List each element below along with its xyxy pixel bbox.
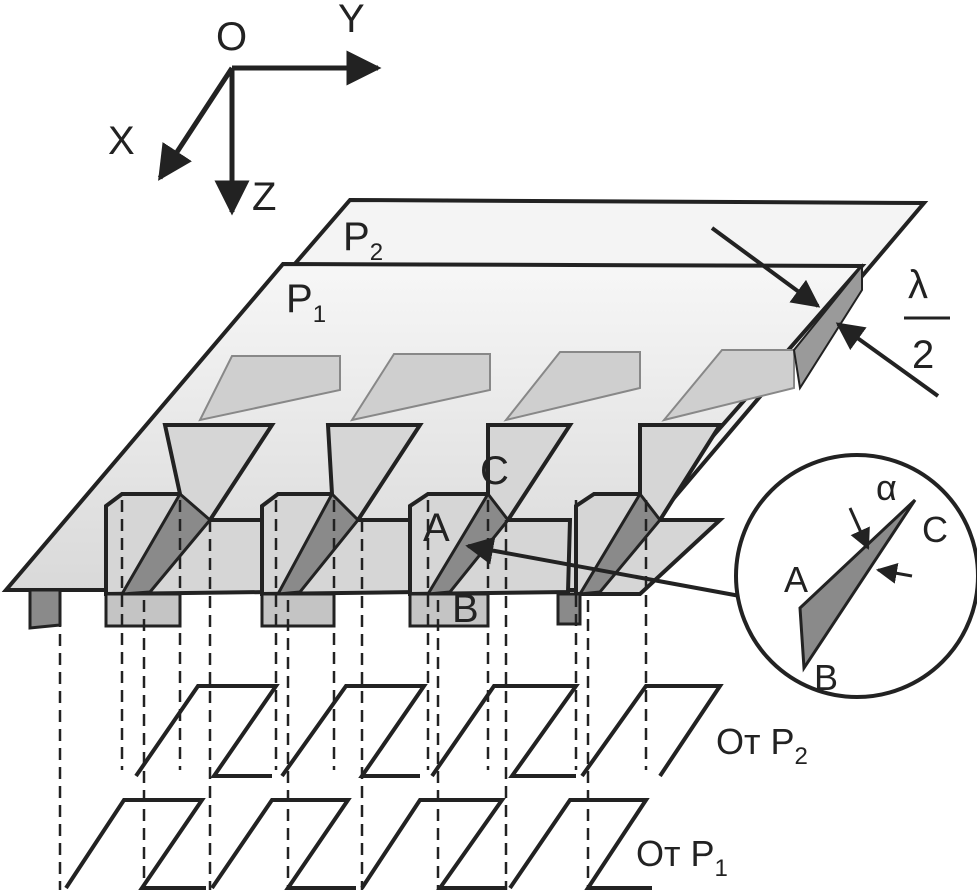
x-axis-arrow — [157, 66, 235, 181]
z-axis-label: Z — [252, 175, 276, 219]
z-strips — [104, 423, 726, 597]
from-p2-label: От P2 — [716, 721, 808, 770]
half-wavelength-marker: λ 2 — [710, 226, 950, 398]
spacing-arrow-lower — [835, 322, 940, 398]
front-faces — [28, 588, 582, 630]
grating-point-labels: C A B — [423, 449, 509, 631]
point-c-label: C — [480, 449, 509, 493]
inset-angle-arrow-1 — [848, 507, 870, 550]
spacing-denominator: 2 — [912, 333, 934, 377]
projection-from-p2 — [134, 684, 724, 778]
coordinate-axes: O Y X Z — [108, 0, 382, 219]
plate-p1 — [1, 261, 867, 630]
origin-label: O — [216, 15, 247, 59]
inset-detail: α C A B — [734, 453, 977, 699]
inset-c-label: C — [922, 509, 948, 550]
inset-alpha-label: α — [876, 467, 897, 508]
p1-label: P1 — [286, 277, 326, 328]
projection-lines — [58, 500, 648, 890]
plate-p1-side-face — [792, 263, 863, 391]
projection-from-p1 — [64, 798, 652, 890]
inset-b-label: B — [814, 657, 838, 698]
from-p1-label: От P1 — [636, 833, 728, 882]
inset-angle-arrow-2 — [875, 562, 913, 584]
y-axis-label: Y — [338, 0, 365, 41]
x-axis-label: X — [108, 119, 135, 163]
p2-label: P2 — [343, 215, 383, 266]
plate-labels: P2 P1 — [286, 215, 383, 328]
point-b-label: B — [452, 587, 479, 631]
inset-facet — [798, 498, 917, 673]
inset-leader-arrow — [465, 536, 741, 598]
inset-a-label: A — [784, 559, 808, 600]
spacing-numerator: λ — [908, 263, 928, 307]
back-ridges — [198, 349, 795, 422]
spacing-arrow-upper — [710, 226, 821, 308]
